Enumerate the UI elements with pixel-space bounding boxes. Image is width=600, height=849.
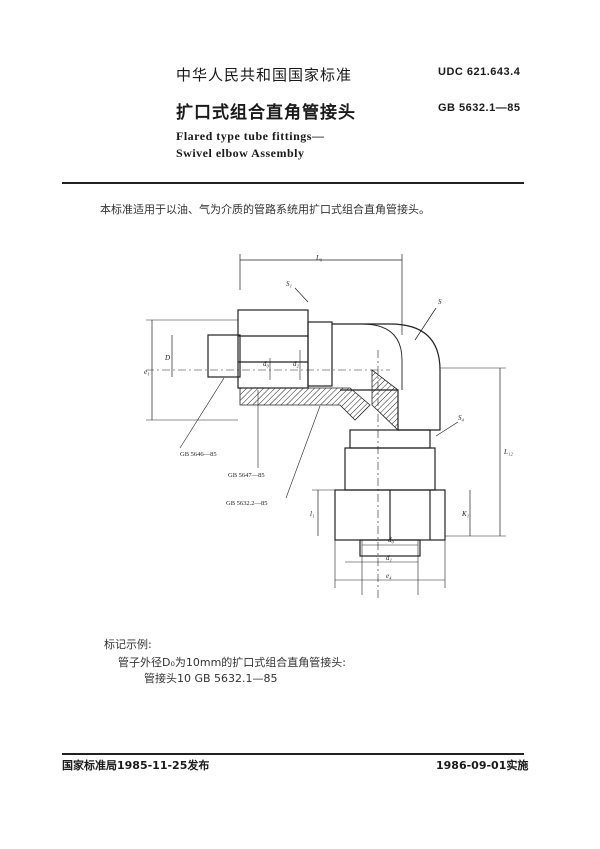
dim-l1-label: l₁ [310,510,314,518]
footer-rule [62,753,524,755]
example-line1: 管子外径D₀为10mm的扩口式组合直角管接头: [118,656,347,669]
dim-e4-label: e₄ [386,572,392,580]
example-line2: 管接头10 GB 5632.1—85 [144,672,278,685]
page-title: 扩口式组合直角管接头 [176,103,356,123]
dim-l12-label: L₁₂ [503,448,513,456]
dim-s-label: S [438,298,442,306]
english-title-line1: Flared type tube fittings— [176,129,325,143]
dim-lo-label: L₀ [315,254,323,262]
english-title-line2: Swivel elbow Assembly [176,146,305,160]
issuer-date: 国家标准局1985-11-25发布 [62,759,210,772]
udc-code: UDC 621.643.4 [438,66,521,78]
ref-gb5632-2: GB 5632.2—85 [226,500,268,507]
dim-d2-label: d₂ [293,360,300,368]
scope-statement: 本标准适用于以油、气为介质的管路系统用扩口式组合直角管接头。 [100,203,430,216]
dim-d0b-label: d₀ [388,536,395,544]
dim-s4-label: S₄ [458,414,465,422]
ref-gb5647: GB 5647—85 [228,472,265,479]
header-rule [62,182,524,184]
dim-k1-label: K₁ [461,510,469,518]
dim-s1-label: S₁ [286,280,292,288]
dim-d1-label: d₁ [386,554,392,562]
example-heading: 标记示例: [104,638,152,651]
standard-body-title: 中华人民共和国国家标准 [176,66,353,84]
ref-gb5646: GB 5646—85 [180,451,217,458]
fitting-drawing: L₀ S₁ S S₄ e₁ D d₀ d₂ L₁₂ l₁ K₁ d₀ d₁ e₄… [144,254,513,600]
effective-date: 1986-09-01实施 [436,759,529,772]
dim-e1-label: e₁ [144,368,150,376]
dim-d-label: D [164,354,170,362]
dim-d0-label: d₀ [263,360,270,368]
gb-code: GB 5632.1—85 [438,102,521,114]
